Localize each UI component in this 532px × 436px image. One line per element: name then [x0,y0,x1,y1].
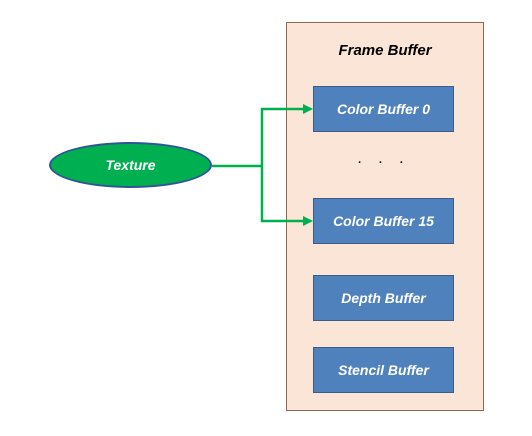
color-buffer-15-box: Color Buffer 15 [313,198,454,244]
arrow-to-color-buffer-15 [260,166,313,226]
color-buffer-0-box: Color Buffer 0 [313,86,454,132]
stencil-buffer-box: Stencil Buffer [313,347,454,393]
ellipsis: . . . [357,150,410,167]
arrow-to-color-buffer-0 [260,104,313,166]
depth-buffer-box: Depth Buffer [313,275,454,321]
texture-ellipse: Texture [49,142,212,188]
frame-buffer-title: Frame Buffer [338,42,432,59]
